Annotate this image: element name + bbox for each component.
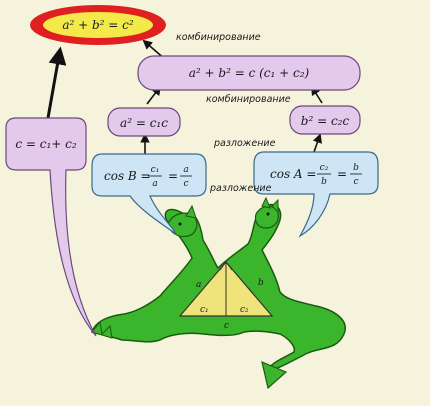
label-decompose-lower: разложение <box>209 183 272 194</box>
a2-bubble: a² = c₁c <box>107 107 181 137</box>
top-formula-text: a² + b² = c² <box>62 18 134 32</box>
arrow-cosa-to-b2 <box>312 133 322 153</box>
arrow-side-to-top <box>46 46 67 119</box>
cosa-lhs: cos A = <box>270 167 316 181</box>
cosb-f1-num: c₁ <box>151 165 160 175</box>
triangle-label-c: c <box>224 321 229 331</box>
cosa-f2-den: c <box>353 177 358 187</box>
b2-bubble: b² = c₂c <box>289 105 361 135</box>
combine-bubble: a² + b² = c (c₁ + c₂) <box>137 55 361 91</box>
triangle: a b c c₁ c₂ <box>178 261 274 331</box>
cosb-eq: = <box>168 169 178 183</box>
a2-formula-text: a² = c₁c <box>120 116 168 130</box>
cosb-f1-den: a <box>152 179 157 189</box>
label-combine-top: комбинирование <box>176 32 261 43</box>
cosb-f2-num: a <box>183 165 188 175</box>
label-combine: комбинирование <box>206 94 291 105</box>
combine-formula-text: a² + b² = c (c₁ + c₂) <box>189 66 310 80</box>
triangle-label-a: a <box>196 280 201 290</box>
triangle-label-c1: c₁ <box>200 305 209 315</box>
cosb-f2-den: c <box>183 179 188 189</box>
cosa-f1-den: b <box>321 177 327 187</box>
cosb-bubble: cos B = c₁ a = a c <box>91 153 207 235</box>
cosa-f1-num: c₂ <box>320 163 329 173</box>
triangle-label-c2: c₂ <box>240 305 249 315</box>
label-decompose-upper: разложение <box>213 138 276 149</box>
cosa-bubble: cos A = c₂ b = b c <box>253 151 379 238</box>
cosa-eq: = <box>337 167 347 181</box>
cosb-lhs: cos B = <box>104 169 151 183</box>
top-formula: a² + b² = c² <box>30 5 166 45</box>
triangle-label-b: b <box>258 278 264 288</box>
side-formula-text: c = c₁+ c₂ <box>15 137 77 151</box>
side-bubble: c = c₁+ c₂ <box>5 117 97 337</box>
cosa-f2-num: b <box>353 163 359 173</box>
b2-formula-text: b² = c₂c <box>301 114 350 128</box>
